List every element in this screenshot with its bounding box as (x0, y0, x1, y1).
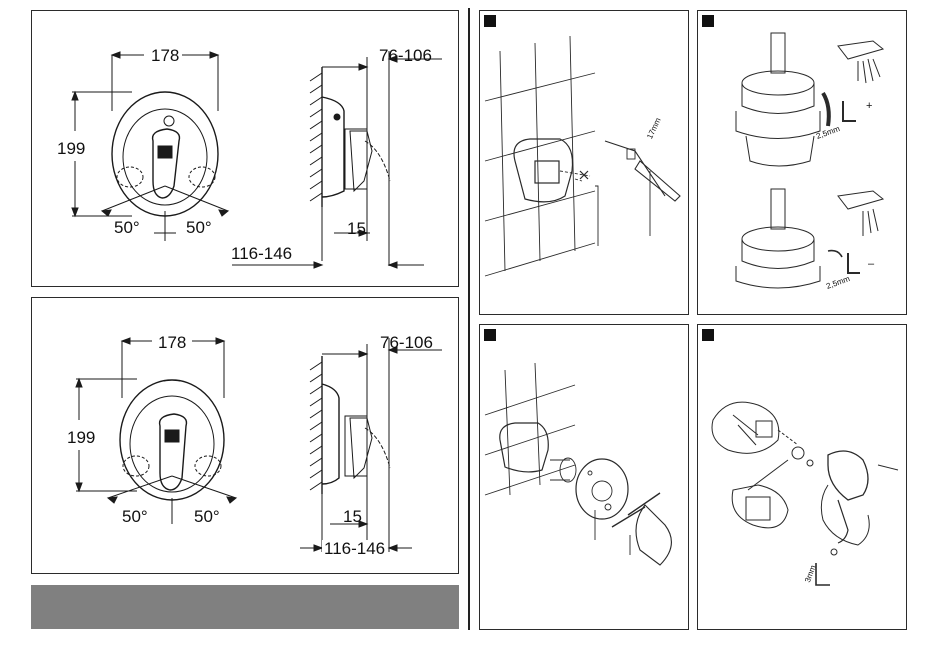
plus-direction-label: + (866, 101, 872, 112)
depth-dimension-label: 76-106 (380, 334, 433, 351)
offset-dimension-label: 15 (347, 220, 366, 237)
angle-right-label: 50° (194, 508, 220, 525)
minus-direction-label: – (868, 259, 874, 270)
depth-dimension-label: 76-106 (379, 47, 432, 64)
angle-right-label: 50° (186, 219, 212, 236)
step-2-illustration (698, 11, 908, 316)
page-divider (468, 8, 470, 630)
height-dimension-label: 199 (67, 429, 95, 446)
step-1-illustration (480, 11, 690, 316)
step-panel-1: 17mm (479, 10, 689, 315)
step-panel-2: 2,5mm + 2,5mm – (697, 10, 907, 315)
width-dimension-label: 178 (156, 334, 188, 351)
step-panel-4: 3mm (697, 324, 907, 630)
dimension-panel-top: 178 199 50° 50° 76-106 15 116-146 (31, 10, 459, 287)
step-4-illustration (698, 325, 908, 631)
dimension-panel-bottom: 178 199 50° 50° 76-106 15 116-146 (31, 297, 459, 574)
width-dimension-label: 178 (149, 47, 181, 64)
angle-left-label: 50° (114, 219, 140, 236)
step-3-illustration (480, 325, 690, 631)
rosette-screw-hole (164, 116, 174, 126)
grey-footer-bar (31, 585, 459, 629)
height-dimension-label: 199 (57, 140, 85, 157)
step-panel-3 (479, 324, 689, 630)
angle-left-label: 50° (122, 508, 148, 525)
range-dimension-label: 116-146 (231, 245, 292, 262)
lever-logo (158, 146, 172, 158)
offset-dimension-label: 15 (343, 508, 362, 525)
range-dimension-label: 116-146 (322, 540, 387, 557)
lever-outline (153, 129, 180, 198)
